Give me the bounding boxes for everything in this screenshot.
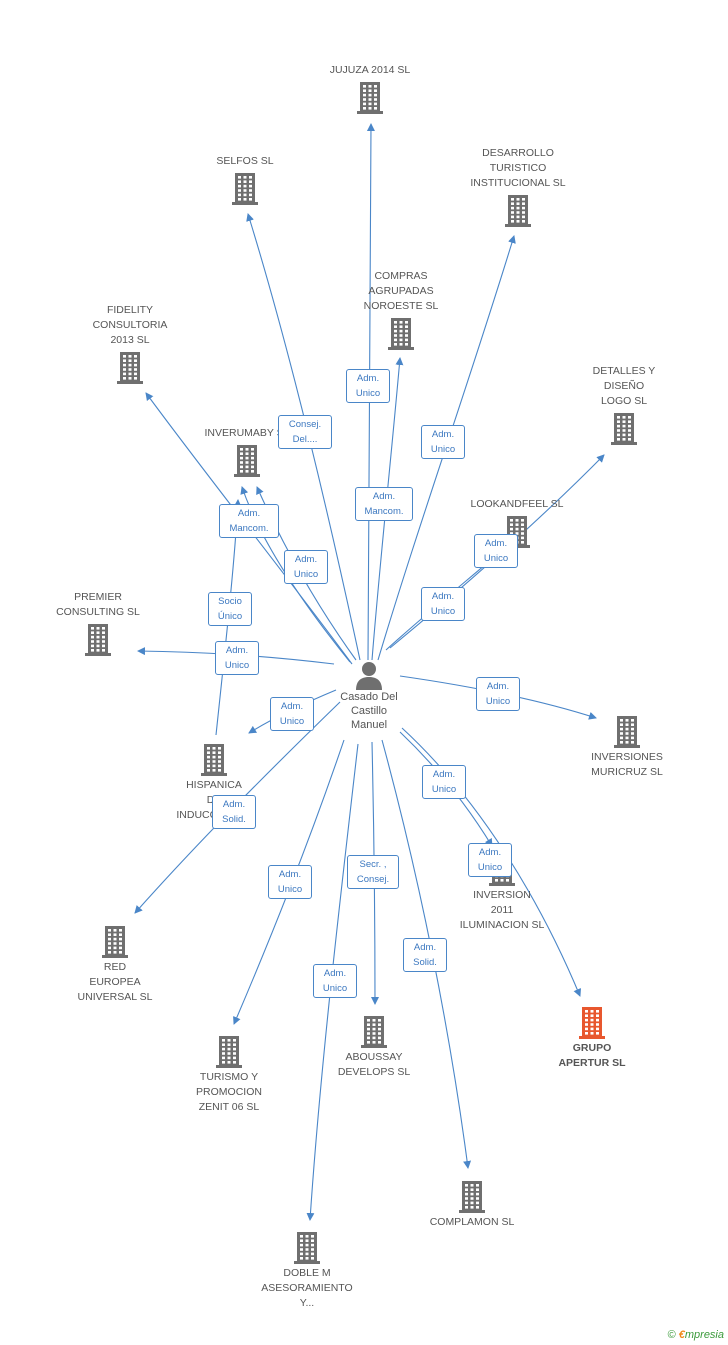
- brand-name: mpresia: [684, 1329, 724, 1341]
- company-jujuza-label: JUJUZA 2014 SL: [329, 64, 411, 76]
- copyright-symbol: ©: [667, 1329, 676, 1341]
- role-badge-desarrollo: Adm. Unico: [421, 425, 465, 459]
- building-icon: [357, 82, 383, 114]
- building-icon: [102, 926, 128, 958]
- company-doble[interactable]: DOBLE M ASESORAMIENTO Y...: [247, 1228, 367, 1311]
- company-aboussay-label: ABOUSSAY DEVELOPS SL: [337, 1051, 411, 1078]
- role-badge-compras: Adm. Mancom.: [355, 487, 413, 521]
- building-icon: [459, 1181, 485, 1213]
- company-complamon[interactable]: COMPLAMON SL: [412, 1177, 532, 1230]
- company-premier-label: PREMIER CONSULTING SL: [56, 591, 140, 618]
- company-premier[interactable]: PREMIER CONSULTING SL: [38, 590, 158, 658]
- company-desarrollo-label: DESARROLLO TURISTICO INSTITUCIONAL SL: [470, 147, 566, 189]
- role-badge-doble: Adm. Unico: [313, 964, 357, 998]
- building-icon: [232, 173, 258, 205]
- company-doble-label: DOBLE M ASESORAMIENTO Y...: [261, 1267, 353, 1309]
- building-icon: [117, 352, 143, 384]
- building-icon: [579, 1007, 605, 1039]
- company-detalles[interactable]: DETALLES Y DISEÑO LOGO SL: [564, 364, 684, 447]
- role-badge-grupo: Adm. Unico: [422, 765, 466, 799]
- company-jujuza[interactable]: JUJUZA 2014 SL: [310, 63, 430, 116]
- company-turismo-label: TURISMO Y PROMOCION ZENIT 06 SL: [196, 1071, 262, 1113]
- role-badge-inverumaby-unico: Adm. Unico: [284, 550, 328, 584]
- role-badge-inverumaby-mancom: Adm. Mancom.: [219, 504, 279, 538]
- company-inverumaby[interactable]: INVERUMABY SL: [187, 426, 307, 479]
- company-grupo-label: GRUPO APERTUR SL: [558, 1042, 626, 1069]
- role-badge-aboussay: Secr. , Consej.: [347, 855, 399, 889]
- role-badge-turismo: Adm. Unico: [268, 865, 312, 899]
- brand-logo-e: €: [678, 1329, 685, 1341]
- company-selfos-label: SELFOS SL: [216, 155, 274, 167]
- building-icon: [85, 624, 111, 656]
- company-fidelity[interactable]: FIDELITY CONSULTORIA 2013 SL: [70, 303, 190, 386]
- role-badge-inversion2011: Adm. Unico: [468, 843, 512, 877]
- company-aboussay[interactable]: ABOUSSAY DEVELOPS SL: [314, 1012, 434, 1080]
- building-icon: [361, 1016, 387, 1048]
- brand-footer: © €mpresia: [668, 1329, 724, 1341]
- role-badge-jujuza: Adm. Unico: [346, 369, 390, 403]
- role-badge-detalles: Adm. Unico: [421, 587, 465, 621]
- company-inversiones[interactable]: INVERSIONES MURICRUZ SL: [567, 712, 687, 780]
- company-red-label: RED EUROPEA UNIVERSAL SL: [77, 961, 153, 1003]
- role-badge-inversiones: Adm. Unico: [476, 677, 520, 711]
- building-icon: [388, 318, 414, 350]
- company-detalles-label: DETALLES Y DISEÑO LOGO SL: [592, 365, 656, 407]
- role-badge-socio: Socio Único: [208, 592, 252, 626]
- company-selfos[interactable]: SELFOS SL: [185, 154, 305, 207]
- role-badge-complamon: Adm. Solid.: [403, 938, 447, 972]
- building-icon: [234, 445, 260, 477]
- company-lookandfeel-label: LOOKANDFEEL SL: [470, 498, 564, 510]
- company-inversiones-label: INVERSIONES MURICRUZ SL: [591, 751, 663, 778]
- building-icon: [294, 1232, 320, 1264]
- role-badge-premier: Adm. Unico: [215, 641, 259, 675]
- company-inversion2011-label: INVERSION 2011 ILUMINACION SL: [459, 889, 545, 931]
- company-turismo[interactable]: TURISMO Y PROMOCION ZENIT 06 SL: [169, 1032, 289, 1115]
- building-icon: [611, 413, 637, 445]
- company-fidelity-label: FIDELITY CONSULTORIA 2013 SL: [92, 304, 168, 346]
- role-badge-lookandfeel: Adm. Unico: [474, 534, 518, 568]
- role-badge-red: Adm. Solid.: [212, 795, 256, 829]
- company-compras[interactable]: COMPRAS AGRUPADAS NOROESTE SL: [341, 269, 461, 352]
- company-compras-label: COMPRAS AGRUPADAS NOROESTE SL: [363, 270, 439, 312]
- building-icon: [201, 744, 227, 776]
- person-icon: [356, 662, 382, 690]
- building-icon: [614, 716, 640, 748]
- building-icon: [216, 1036, 242, 1068]
- company-grupo[interactable]: GRUPO APERTUR SL: [532, 1003, 652, 1071]
- company-red[interactable]: RED EUROPEA UNIVERSAL SL: [55, 922, 175, 1005]
- person-node[interactable]: Casado Del Castillo Manuel: [326, 660, 412, 732]
- building-icon: [505, 195, 531, 227]
- role-badge-selfos: Consej. Del....: [278, 415, 332, 449]
- company-complamon-label: COMPLAMON SL: [429, 1216, 515, 1228]
- company-desarrollo[interactable]: DESARROLLO TURISTICO INSTITUCIONAL SL: [458, 146, 578, 229]
- person-name: Casado Del Castillo Manuel: [340, 691, 398, 731]
- role-badge-hispanica: Adm. Unico: [270, 697, 314, 731]
